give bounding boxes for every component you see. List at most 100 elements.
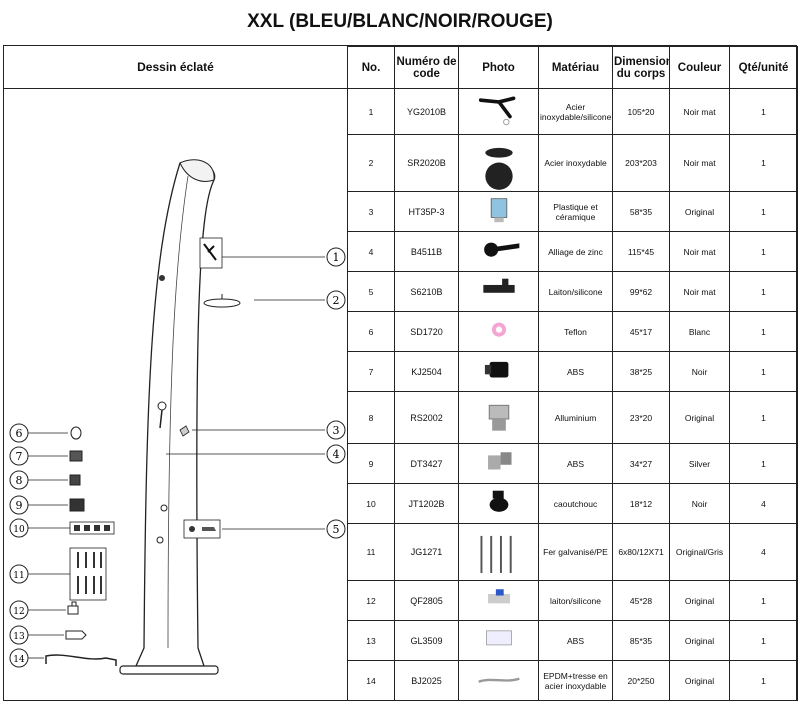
- callout-11: 11: [13, 571, 24, 581]
- row-color: Noir: [669, 351, 730, 392]
- exploded-view-drawing: 1 2 3 4 5 6 7 8 9 10: [9, 159, 346, 675]
- row-color: Noir mat: [669, 134, 730, 192]
- shower-arm-photo: [458, 88, 539, 135]
- row-material: ABS: [538, 351, 613, 392]
- callout-4: 4: [333, 448, 340, 461]
- col-photo: Photo: [458, 46, 539, 89]
- row-no: 10: [347, 483, 395, 524]
- adapter-photo: [458, 391, 539, 444]
- right-callouts: 1 2 3 4 5: [326, 247, 346, 539]
- filter-icon: [65, 630, 87, 640]
- callout-13: 13: [13, 632, 25, 642]
- row-qty: 4: [729, 483, 798, 524]
- left-callouts: 6 7 8 9 10 11 12 13 14: [9, 423, 29, 668]
- ball-valve-icon: [67, 601, 79, 615]
- callout-9: 9: [16, 499, 23, 512]
- shower-column-inner: [167, 175, 189, 649]
- shower-column: [134, 161, 216, 667]
- knob-photo: [458, 443, 539, 484]
- row-code: BJ2025: [394, 660, 459, 701]
- row-qty: 1: [729, 88, 798, 135]
- col-code: Numéro de code: [394, 46, 459, 89]
- row-material: Teflon: [538, 311, 613, 352]
- row-dims: 45*17: [612, 311, 670, 352]
- row-no: 7: [347, 351, 395, 392]
- callout-7: 7: [16, 450, 23, 463]
- row-qty: 1: [729, 231, 798, 272]
- adapter-icon: [69, 474, 81, 486]
- valve-photo: [458, 271, 539, 312]
- wall-plugs-photo: [458, 523, 539, 581]
- row-color: Original: [669, 660, 730, 701]
- row-code: DT3427: [394, 443, 459, 484]
- callout-10: 10: [13, 525, 25, 535]
- row-color: Noir: [669, 483, 730, 524]
- column-lever: [159, 409, 163, 429]
- shower-column-top: [179, 159, 215, 182]
- row-code: RS2002: [394, 391, 459, 444]
- row-qty: 1: [729, 580, 798, 621]
- row-code: SD1720: [394, 311, 459, 352]
- row-no: 12: [347, 580, 395, 621]
- parts-table: No. Numéro de code Photo Matériau Dimens…: [347, 46, 798, 701]
- row-code: S6210B: [394, 271, 459, 312]
- callout-14: 14: [13, 655, 25, 665]
- row-material: Alluminium: [538, 391, 613, 444]
- row-dims: 58*35: [612, 191, 670, 232]
- col-qty: Qté/unité: [729, 46, 798, 89]
- row-dims: 23*20: [612, 391, 670, 444]
- row-qty: 1: [729, 443, 798, 484]
- row-qty: 1: [729, 271, 798, 312]
- hose-connector-photo: [458, 351, 539, 392]
- callout-1: 1: [333, 251, 340, 264]
- row-material: Alliage de zinc: [538, 231, 613, 272]
- row-dims: 6x80/12X71: [612, 523, 670, 581]
- row-material: Fer galvanisé/PE: [538, 523, 613, 581]
- exploded-view-header: Dessin éclaté: [4, 46, 347, 89]
- column-logo: [159, 275, 165, 281]
- row-qty: 1: [729, 351, 798, 392]
- row-qty: 1: [729, 311, 798, 352]
- row-dims: 99*62: [612, 271, 670, 312]
- callout-2: 2: [333, 294, 340, 307]
- row-material: EPDM+tresse en acier inoxydable: [538, 660, 613, 701]
- callout-8: 8: [16, 474, 23, 487]
- row-color: Blanc: [669, 311, 730, 352]
- row-qty: 1: [729, 620, 798, 661]
- column-valve-knob: [157, 401, 167, 411]
- shower-arm-icon: [203, 243, 217, 261]
- callout-6: 6: [16, 427, 23, 440]
- connector-icon: [69, 450, 83, 462]
- row-material: Laiton/silicone: [538, 271, 613, 312]
- row-dims: 115*45: [612, 231, 670, 272]
- teflon-icon: [70, 426, 82, 440]
- row-code: B4511B: [394, 231, 459, 272]
- row-material: Acier inoxydable: [538, 134, 613, 192]
- row-color: Original: [669, 391, 730, 444]
- row-no: 2: [347, 134, 395, 192]
- row-material: Plastique et céramique: [538, 191, 613, 232]
- row-no: 13: [347, 620, 395, 661]
- row-color: Original: [669, 580, 730, 621]
- row-color: Noir mat: [669, 271, 730, 312]
- row-qty: 1: [729, 134, 798, 192]
- row-dims: 18*12: [612, 483, 670, 524]
- cartridge-icon: [179, 425, 190, 437]
- filter-photo: [458, 620, 539, 661]
- col-material: Matériau: [538, 46, 613, 89]
- row-color: Silver: [669, 443, 730, 484]
- row-color: Noir mat: [669, 231, 730, 272]
- row-color: Original: [669, 191, 730, 232]
- row-color: Noir mat: [669, 88, 730, 135]
- row-qty: 1: [729, 660, 798, 701]
- row-code: HT35P-3: [394, 191, 459, 232]
- lever-handle-photo: [458, 231, 539, 272]
